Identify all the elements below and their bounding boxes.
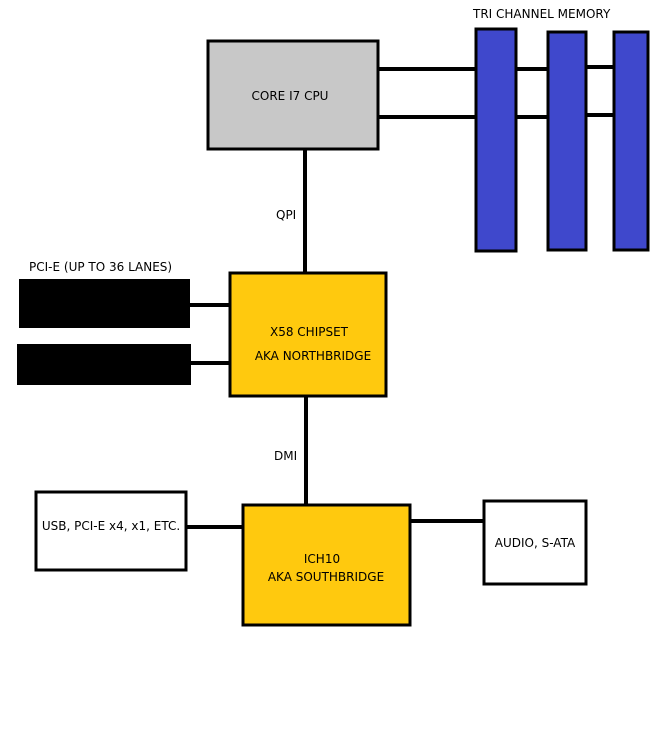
qpi-label: QPI [276,208,296,222]
cpu-label: CORE I7 CPU [252,89,329,103]
southbridge-box [241,503,412,627]
right-io-box [482,499,588,586]
memory-module-3 [612,30,650,252]
memory-title: TRI CHANNEL MEMORY [472,7,611,21]
memory-modules [474,27,650,253]
pcie-slot-2 [17,344,191,385]
cpu-box [206,39,380,151]
dmi-label: DMI [274,449,297,463]
memory-module-1 [474,27,518,253]
northbridge-label-line2: AKA NORTHBRIDGE [255,349,371,363]
left-io-box [34,490,188,572]
northbridge-box [228,271,388,398]
left-io-label: USB, PCI-E x4, x1, ETC. [42,519,180,533]
southbridge-label-line2: AKA SOUTHBRIDGE [268,570,384,584]
right-io-label: AUDIO, S-ATA [495,536,576,550]
connectors [186,65,614,529]
pcie-label: PCI-E (UP TO 36 LANES) [29,260,172,274]
pcie-slot-1 [19,279,190,328]
southbridge-label-line1: ICH10 [304,552,340,566]
memory-module-2 [546,30,588,252]
northbridge-label-line1: X58 CHIPSET [270,325,349,339]
